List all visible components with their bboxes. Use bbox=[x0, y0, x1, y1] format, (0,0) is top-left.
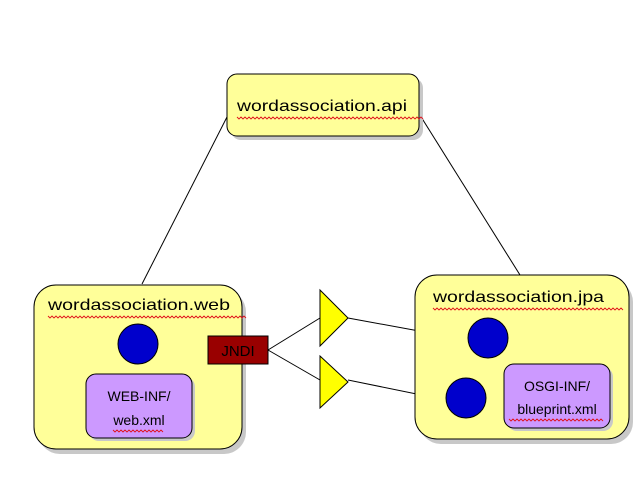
spellcheck-underline bbox=[112, 429, 164, 433]
upper-service-reference-triangle-icon bbox=[319, 288, 349, 348]
lower-service-reference-triangle-icon bbox=[319, 354, 349, 410]
spellcheck-underline bbox=[236, 116, 424, 120]
web-descriptor-line1: WEB-INF/ bbox=[108, 388, 171, 404]
jpa-descriptor-box bbox=[503, 363, 611, 429]
spellcheck-underline bbox=[432, 307, 624, 311]
web-service-dot-icon bbox=[117, 323, 159, 365]
jpa-descriptor-line2: blueprint.xml bbox=[517, 401, 596, 417]
bundle-web: wordassociation.web WEB-INF/ web.xml bbox=[33, 284, 247, 454]
spellcheck-underline bbox=[508, 418, 604, 422]
bundle-api-box bbox=[226, 73, 420, 137]
jpa-lower-service-dot-icon bbox=[445, 377, 487, 419]
connector-jndi-to-upper-triangle bbox=[267, 317, 321, 351]
jndi-label: JNDI bbox=[221, 343, 254, 360]
jpa-upper-service-dot-icon bbox=[467, 317, 509, 359]
spellcheck-underline bbox=[47, 315, 247, 319]
jndi-box: JNDI bbox=[207, 335, 269, 365]
bundle-api-name: wordassociation.api bbox=[236, 98, 407, 115]
connector-api-to-web bbox=[141, 114, 229, 285]
bundle-jpa-name: wordassociation.jpa bbox=[432, 289, 604, 306]
web-descriptor-line2: web.xml bbox=[112, 412, 164, 428]
jndi-background bbox=[207, 335, 269, 365]
jpa-descriptor-line1: OSGI-INF/ bbox=[524, 378, 590, 394]
bundle-api: wordassociation.api bbox=[226, 73, 424, 140]
bundle-jpa: wordassociation.jpa OSGI-INF/ blueprint.… bbox=[414, 274, 633, 444]
bundle-web-name: wordassociation.web bbox=[47, 297, 230, 314]
connector-api-to-jpa bbox=[417, 111, 521, 276]
connector-jndi-to-lower-triangle bbox=[267, 349, 321, 381]
web-descriptor-box bbox=[85, 373, 193, 439]
